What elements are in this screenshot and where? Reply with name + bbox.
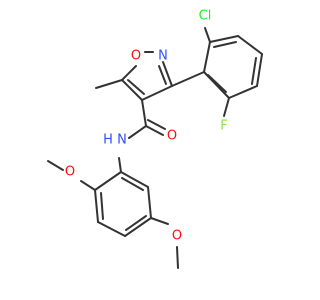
- background: [0, 0, 300, 300]
- atom-label-n-amide: N: [117, 133, 127, 148]
- atom-label-o-methoxy2: O: [172, 229, 182, 244]
- bond-c5-c4-double: [127, 79, 145, 95]
- bond-c5-c4: [121, 79, 143, 101]
- atom-label-n-ring: N: [158, 49, 168, 64]
- bond-bar2-o: [80, 180, 96, 191]
- bond-layer: [47, 27, 263, 269]
- bond-o-c5: [121, 65, 137, 81]
- bond-c5-methyl: [95, 79, 123, 89]
- molecule-structure: Cl F O N O H N O O: [0, 0, 300, 300]
- atom-label-o-carbonyl: O: [167, 129, 177, 144]
- bond-c4-carbonyl: [141, 99, 147, 127]
- bond-c3-ar1: [171, 71, 205, 87]
- bond-ar4-ar5: [256, 53, 263, 87]
- bond-n-ar1: [118, 157, 122, 173]
- bond-bar2-bar3: [94, 189, 99, 223]
- bond-ar3-ar4: [237, 35, 263, 55]
- bond-ar2-cl: [204, 27, 211, 43]
- atom-label-o-ring: O: [131, 49, 141, 64]
- bond-bar4-bar5-inner: [125, 215, 147, 231]
- bond-ar4-ar5-inner: [251, 57, 257, 85]
- bond-ar2-ar3: [209, 35, 239, 43]
- bond-ar6-ar1-inner: [207, 74, 227, 93]
- bond-carbonyl-o-double: [147, 119, 166, 130]
- bond-carbonyl-n: [128, 125, 147, 139]
- atom-label-cl: Cl: [199, 9, 212, 24]
- atom-label-o-methoxy1: O: [65, 165, 75, 180]
- bond-o-methyl1: [47, 160, 64, 171]
- bond-c3-n: [162, 61, 173, 87]
- bond-ar2-ar3-inner: [213, 41, 237, 48]
- bond-c3-n-double: [158, 65, 167, 85]
- atom-label-f: F: [220, 119, 227, 134]
- bond-ar1-ar2: [203, 41, 211, 73]
- bond-ar5-ar6: [228, 85, 258, 99]
- bond-bar5-bar6: [147, 186, 152, 219]
- bond-bar4-bar5: [124, 217, 152, 237]
- bond-bar3-bar4: [97, 221, 126, 237]
- bond-bar5-o: [150, 217, 169, 225]
- bond-bar6-bar1: [120, 171, 149, 188]
- bond-bar1-bar2: [94, 171, 122, 191]
- bond-bar6-bar1-inner: [121, 177, 144, 191]
- atom-label-h: H: [103, 133, 113, 148]
- bond-o-methyl2: [176, 246, 179, 269]
- bond-carbonyl-o: [145, 125, 164, 136]
- atom-label-layer: Cl F O N O H N O O: [65, 9, 228, 244]
- bond-bar2-bar3-inner: [100, 192, 104, 220]
- bond-ar6-f: [223, 97, 230, 117]
- bond-c4-c3: [141, 85, 173, 101]
